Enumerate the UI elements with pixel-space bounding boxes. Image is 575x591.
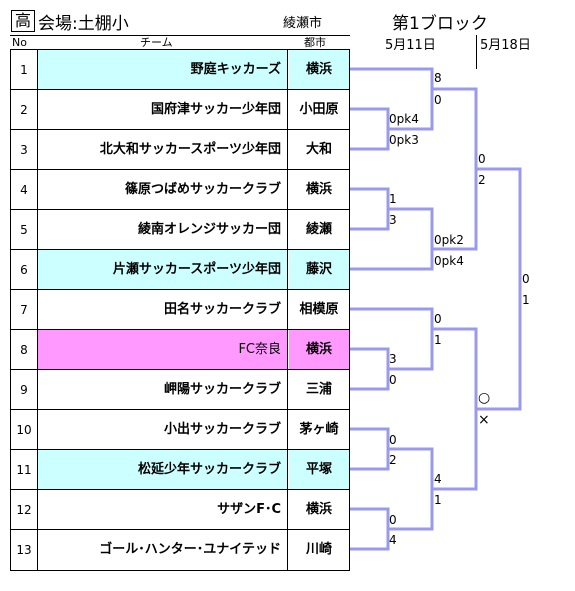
team-name: 岬陽サッカークラブ	[38, 370, 288, 410]
match-score: 0pk4	[434, 254, 464, 268]
bracket-line	[350, 107, 390, 151]
bracket-line	[432, 327, 478, 491]
match-score: 3	[389, 213, 397, 227]
bracket-line	[476, 167, 522, 411]
row-number: 1	[11, 50, 38, 90]
match-score: 4	[434, 472, 442, 486]
row-number: 6	[11, 250, 38, 290]
team-city: 小田原	[299, 102, 339, 117]
bracket-line	[432, 87, 478, 251]
match-score: 4	[389, 533, 397, 547]
match-score: 0	[478, 152, 486, 166]
match-score: 3	[389, 352, 397, 366]
grade-badge: 高	[11, 10, 35, 32]
row-number: 12	[11, 490, 38, 530]
bracket-line	[350, 307, 434, 371]
match-score: 0	[434, 93, 442, 107]
team-name: 北大和サッカースポーツ少年団	[38, 130, 288, 170]
match-score: 0	[389, 513, 397, 527]
bracket-line	[350, 187, 390, 231]
venue-title: 会場:土棚小	[38, 14, 129, 34]
match-score: 8	[434, 71, 442, 85]
match-score: 0	[389, 373, 397, 387]
date-round2: 5月18日	[480, 38, 531, 53]
team-city: 横浜	[289, 330, 349, 370]
match-score: 2	[478, 173, 486, 187]
row-number: 3	[11, 130, 38, 170]
match-score: 0	[522, 272, 530, 286]
row-number: 10	[11, 410, 38, 450]
team-name: FC奈良	[38, 330, 288, 370]
row-number: 4	[11, 170, 38, 210]
team-name: 松延少年サッカークラブ	[38, 450, 288, 490]
bracket-line	[350, 67, 434, 131]
team-name: サザンF･C	[38, 490, 288, 530]
bracket-line	[350, 207, 434, 271]
col-no: No	[12, 36, 27, 49]
team-name: 国府津サッカー少年団	[38, 90, 288, 130]
team-city: 茅ヶ崎	[299, 422, 339, 437]
team-city: 三浦	[305, 382, 332, 397]
match-score: 1	[522, 293, 530, 307]
table-header: No チーム 都市	[10, 35, 350, 50]
team-city: 大和	[305, 142, 332, 157]
team-city: 川崎	[305, 542, 332, 557]
host-city: 綾瀬市	[283, 16, 323, 31]
date-divider	[476, 35, 477, 69]
match-score: 0pk4	[389, 112, 419, 126]
col-team: チーム	[140, 36, 173, 49]
team-name: 綾南オレンジサッカー団	[38, 210, 288, 250]
team-name: 篠原つばめサッカークラブ	[38, 170, 288, 210]
match-score: 1	[434, 333, 442, 347]
match-score: 1	[434, 493, 442, 507]
bracket-line	[350, 507, 390, 551]
team-name: 田名サッカークラブ	[38, 290, 288, 330]
match-score: 0	[434, 312, 442, 326]
row-number: 8	[11, 330, 38, 370]
team-city: 横浜	[289, 50, 349, 90]
match-score: ○	[478, 390, 491, 406]
row-number: 13	[11, 530, 38, 570]
team-name: 野庭キッカーズ	[38, 50, 288, 90]
team-name: ゴール･ハンター･ユナイテッド	[38, 530, 288, 570]
team-city: 藤沢	[289, 250, 349, 290]
match-score: 0	[389, 433, 397, 447]
row-number: 5	[11, 210, 38, 250]
team-city: 横浜	[305, 182, 332, 197]
bracket-line	[350, 427, 390, 471]
match-score: 1	[389, 192, 397, 206]
team-city: 綾瀬	[305, 222, 332, 237]
col-city: 都市	[304, 36, 326, 49]
team-name: 小出サッカークラブ	[38, 410, 288, 450]
team-city: 相模原	[299, 302, 339, 317]
row-number: 2	[11, 90, 38, 130]
team-city: 平塚	[289, 450, 349, 490]
match-score: 2	[389, 453, 397, 467]
team-city: 横浜	[305, 502, 332, 517]
row-number: 7	[11, 290, 38, 330]
date-round1: 5月11日	[385, 38, 436, 53]
block-title: 第1ブロック	[392, 14, 488, 34]
match-score: ×	[478, 412, 490, 428]
team-name: 片瀬サッカースポーツ少年団	[38, 250, 288, 290]
row-number: 11	[11, 450, 38, 490]
match-score: 0pk2	[434, 233, 464, 247]
row-number: 9	[11, 370, 38, 410]
match-score: 0pk3	[389, 133, 419, 147]
bracket-line	[350, 347, 390, 391]
